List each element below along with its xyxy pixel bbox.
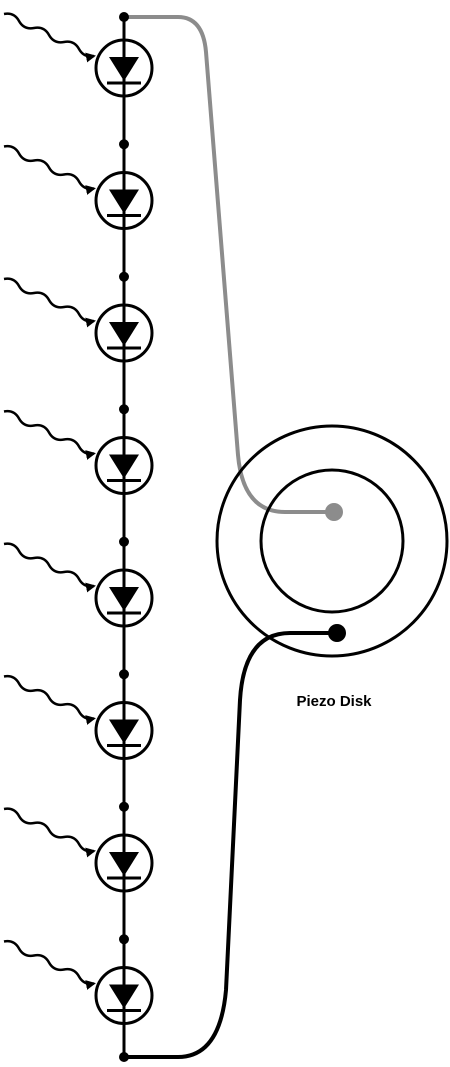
light-wave-arrow-icon	[3, 144, 96, 195]
piezo-inner-ring	[259, 468, 405, 614]
junction-dot	[119, 536, 129, 547]
photodiode-icon	[94, 568, 154, 628]
photodiode-icon	[94, 966, 154, 1025]
photodiode-stack	[3, 12, 154, 1025]
positive-lead-wire	[124, 15, 334, 514]
piezo-outer-terminal	[328, 624, 346, 642]
junction-dot	[119, 669, 129, 680]
photodiode-icon	[94, 171, 154, 230]
piezo-disk-icon	[215, 424, 449, 658]
light-wave-arrow-icon	[3, 939, 96, 990]
junction-dot	[119, 139, 129, 150]
junction-dot	[119, 271, 129, 282]
piezo-disk-label: Piezo Disk	[296, 693, 372, 710]
piezo-outer-ring	[215, 424, 449, 658]
photodiode-icon	[94, 303, 154, 363]
photodiode-icon	[94, 833, 154, 893]
light-wave-arrow-icon	[3, 12, 96, 63]
junction-dot	[119, 404, 129, 415]
photodiode-icon	[94, 436, 154, 495]
junction-dot	[119, 934, 129, 945]
light-wave-arrow-icon	[3, 542, 96, 593]
piezo-center-terminal	[325, 503, 343, 521]
photodiode-icon	[94, 701, 154, 760]
stack-bottom-terminal	[119, 1052, 129, 1062]
light-wave-arrow-icon	[3, 674, 96, 725]
light-wave-arrow-icon	[3, 807, 96, 858]
stack-top-terminal	[119, 12, 129, 22]
light-wave-arrow-icon	[3, 277, 96, 328]
light-wave-arrow-icon	[3, 409, 96, 460]
junction-dot	[119, 801, 129, 812]
photodiode-icon	[94, 38, 154, 98]
